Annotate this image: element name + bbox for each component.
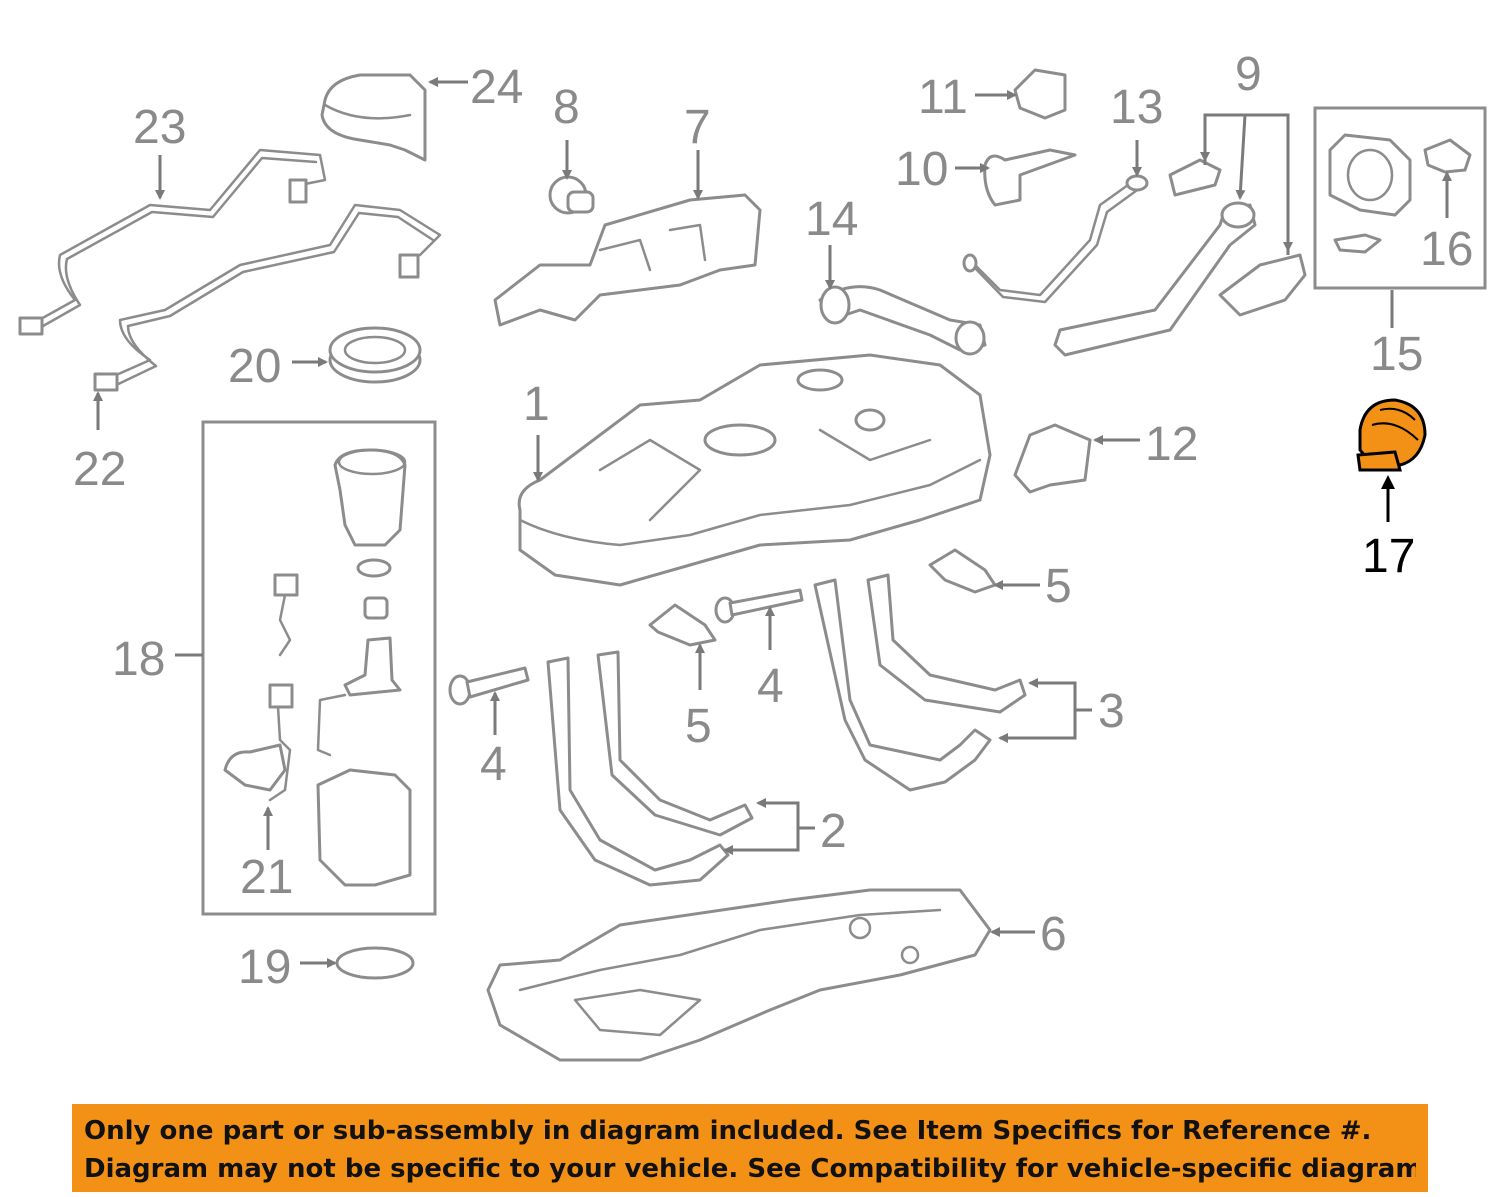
callout-9: 9 xyxy=(1235,48,1262,101)
part-9-filler-pipe xyxy=(1053,158,1307,357)
part-13-breather-tube xyxy=(962,174,1149,304)
disclaimer-line-1: Only one part or sub-assembly in diagram… xyxy=(84,1116,1372,1146)
part-20-lock-ring xyxy=(328,326,422,384)
callout-5-lower: 5 xyxy=(685,700,712,753)
part-15-fuel-door-housing xyxy=(1328,133,1412,254)
callout-16: 16 xyxy=(1420,223,1473,276)
part-7-protector xyxy=(493,193,762,327)
part-22-hose xyxy=(93,203,442,392)
part-17-fuel-cap xyxy=(1356,398,1427,472)
callout-13: 13 xyxy=(1110,81,1163,134)
callout-4-upper: 4 xyxy=(757,660,784,713)
callout-24: 24 xyxy=(470,61,523,114)
leader-lines xyxy=(93,77,1452,968)
part-4-bolt-lower xyxy=(448,666,530,706)
callout-17: 17 xyxy=(1362,530,1415,583)
callout-labels: 24 23 22 20 8 7 14 11 10 13 9 16 15 17 1… xyxy=(73,48,1473,994)
callout-1: 1 xyxy=(523,378,550,431)
callout-15: 15 xyxy=(1370,328,1423,381)
part-18-pump-assembly xyxy=(268,448,412,887)
disclaimer-line-2: Diagram may not be specific to your vehi… xyxy=(84,1154,1416,1184)
part-16-hinge xyxy=(1423,138,1472,174)
callout-5-upper: 5 xyxy=(1045,560,1072,613)
part-3-tank-straps xyxy=(813,573,1027,792)
part-11-bracket xyxy=(1013,68,1067,120)
callout-10: 10 xyxy=(895,143,948,196)
callout-6: 6 xyxy=(1040,908,1067,961)
part-23-hose xyxy=(18,148,327,336)
part-21-sender-gauge xyxy=(223,705,292,802)
part-8-clip xyxy=(548,175,595,215)
callout-20: 20 xyxy=(228,340,281,393)
callout-14: 14 xyxy=(805,193,858,246)
callout-18: 18 xyxy=(112,633,165,686)
callout-11: 11 xyxy=(918,71,968,124)
part-24-cover xyxy=(320,73,427,162)
callout-21: 21 xyxy=(240,851,293,904)
part-19-gasket xyxy=(335,946,415,980)
part-18-group-box xyxy=(201,420,437,916)
part-5-bracket-upper xyxy=(928,548,997,594)
callout-4-lower: 4 xyxy=(480,738,507,791)
disclaimer-banner: Only one part or sub-assembly in diagram… xyxy=(72,1104,1428,1192)
part-14-hose xyxy=(818,285,987,356)
part-2-tank-straps xyxy=(546,650,754,887)
callout-22: 22 xyxy=(73,443,126,496)
callout-12: 12 xyxy=(1145,418,1198,471)
callout-3: 3 xyxy=(1098,685,1125,738)
part-4-bolt-upper xyxy=(714,588,804,624)
part-15-group-box xyxy=(1313,106,1487,290)
part-10-clamp xyxy=(983,148,1077,207)
callout-23: 23 xyxy=(133,101,186,154)
part-12-insulator xyxy=(1013,423,1092,494)
callout-2: 2 xyxy=(820,805,847,858)
callout-8: 8 xyxy=(553,81,580,134)
part-6-skid-plate xyxy=(486,888,992,1062)
part-1-fuel-tank xyxy=(517,353,992,587)
callout-7: 7 xyxy=(684,101,711,154)
callout-19: 19 xyxy=(238,941,291,994)
part-5-bracket-lower xyxy=(648,603,717,647)
